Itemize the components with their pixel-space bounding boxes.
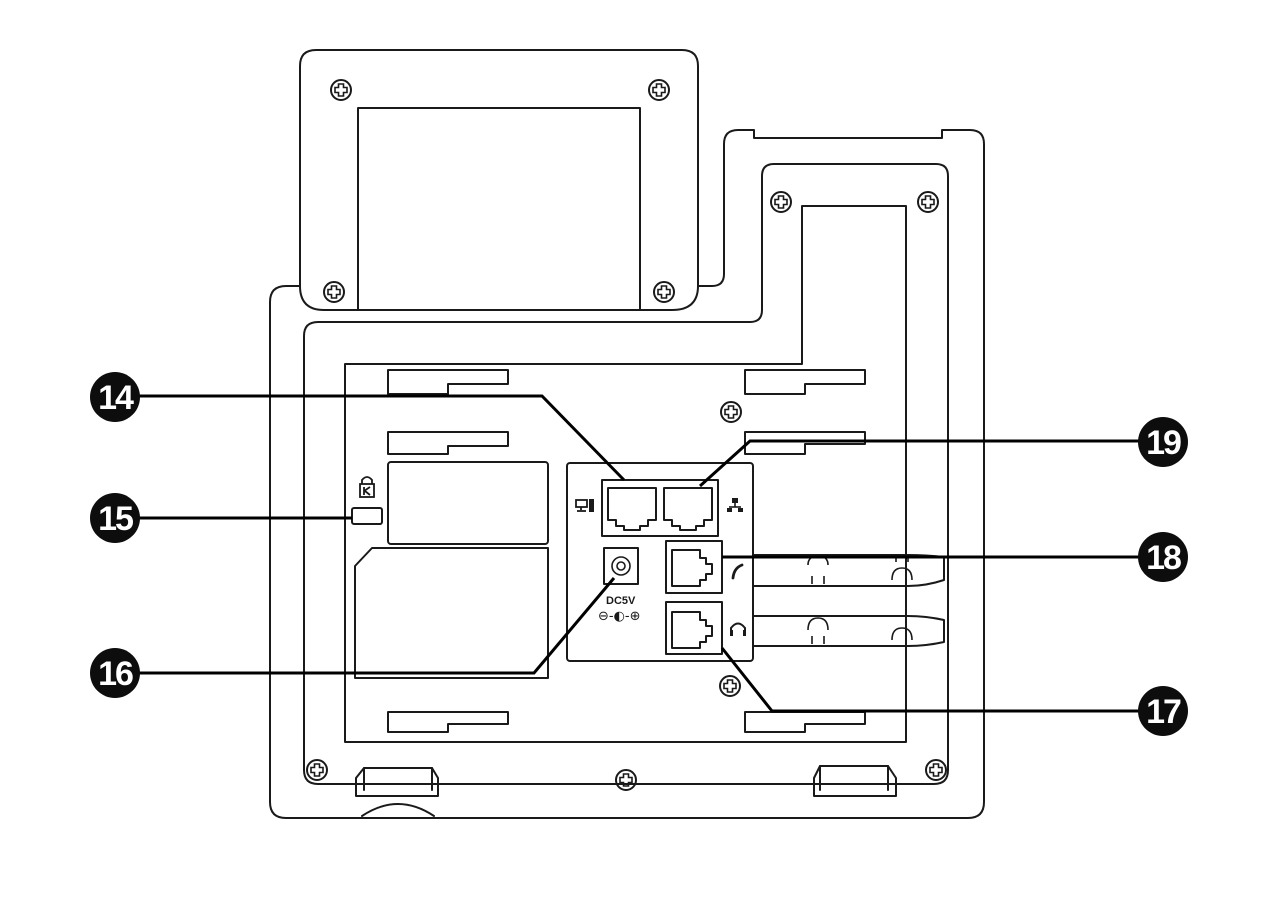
leader-17 (720, 647, 1162, 713)
headset-icon (730, 622, 746, 636)
pc-ethernet-port[interactable] (607, 487, 657, 531)
headset-port-housing (665, 601, 723, 655)
screw-icon (330, 79, 352, 101)
screw-icon (306, 759, 328, 781)
callout-18: 18 (1138, 532, 1188, 582)
handset-icon (731, 563, 744, 580)
screw-icon (648, 79, 670, 101)
svg-text:15: 15 (98, 500, 133, 538)
stand-plate (269, 49, 985, 819)
callout-17: 17 (1138, 686, 1188, 736)
port-panel: DC5V ⊖-◐-⊕ (566, 462, 754, 662)
handset-port-housing (665, 540, 723, 594)
svg-text:16: 16 (98, 655, 133, 693)
dc-power-jack[interactable] (603, 547, 639, 585)
callout-19: 19 (1138, 417, 1188, 467)
callout-16: 16 (90, 648, 140, 698)
screw-icon (323, 281, 345, 303)
svg-text:14: 14 (98, 379, 134, 417)
handset-port[interactable] (671, 549, 713, 587)
screw-icon (917, 191, 939, 213)
internet-ethernet-port[interactable] (663, 487, 713, 531)
screw-icon (720, 401, 742, 423)
leader-14 (128, 394, 626, 482)
network-icon (727, 498, 743, 512)
screw-icon (719, 675, 741, 697)
dc-polarity-label: ⊖-◐-⊕ (598, 609, 641, 624)
security-lock-slot[interactable] (351, 507, 383, 525)
leader-16 (128, 577, 616, 675)
left-compartments (354, 461, 549, 679)
ethernet-port-housing (601, 479, 719, 537)
screw-icon (615, 769, 637, 791)
screw-icon (653, 281, 675, 303)
dc-voltage-label: DC5V (606, 595, 636, 607)
svg-text:19: 19 (1146, 424, 1181, 462)
security-lock-icon (359, 476, 375, 498)
cable-channels (752, 554, 945, 647)
callout-14: 14 (90, 372, 140, 422)
pc-icon (575, 499, 594, 512)
bottom-feet (355, 765, 897, 817)
callout-15: 15 (90, 493, 140, 543)
screw-icon (770, 191, 792, 213)
screw-icon (925, 759, 947, 781)
svg-text:18: 18 (1146, 539, 1181, 577)
stand-label-recess (357, 107, 641, 311)
leader-19 (698, 439, 1162, 488)
inner-panel (303, 163, 949, 785)
central-recess (344, 205, 907, 743)
svg-text:17: 17 (1146, 693, 1181, 731)
headset-port[interactable] (671, 611, 713, 649)
phone-body (269, 49, 985, 819)
screws (306, 79, 947, 791)
leader-lines (128, 394, 1162, 713)
